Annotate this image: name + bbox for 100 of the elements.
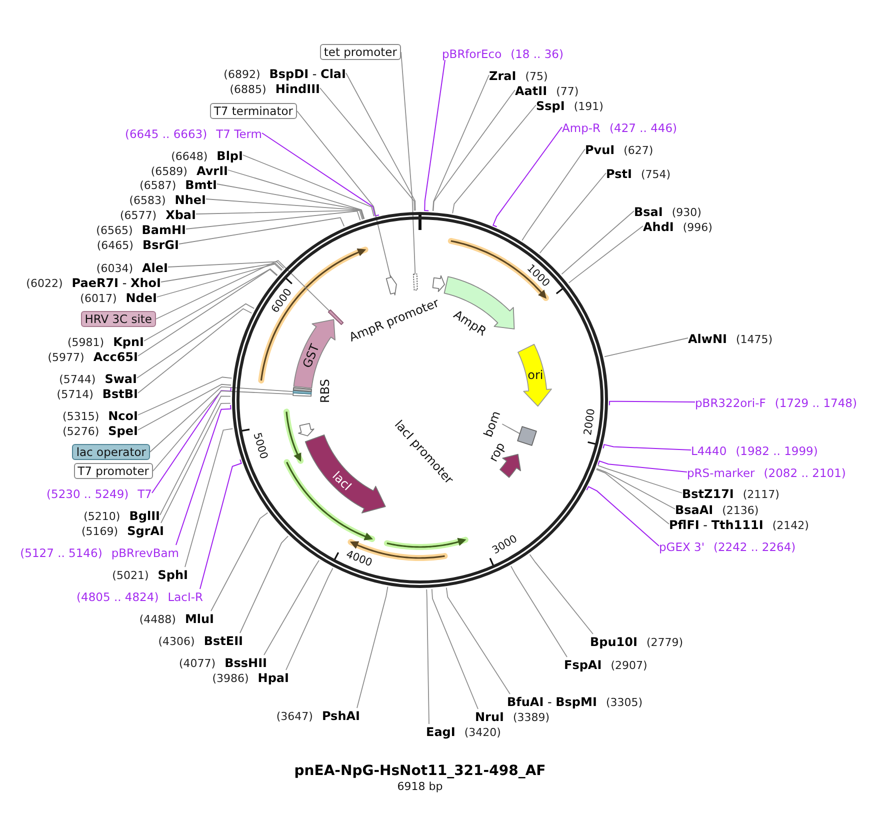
primer-range: (18 .. 36) xyxy=(510,47,564,61)
leader-line xyxy=(136,303,255,378)
enzyme-name: ZraI xyxy=(489,69,516,83)
leader-line xyxy=(242,154,374,217)
site-position: (191) xyxy=(574,100,604,114)
site-position: (930) xyxy=(672,206,702,220)
site-position: (75) xyxy=(525,70,548,84)
leader-line xyxy=(602,444,692,450)
leader-line xyxy=(320,88,415,212)
site-position: (3389) xyxy=(512,711,550,725)
leader-line xyxy=(492,126,562,228)
leader-line xyxy=(400,52,416,274)
leader-line xyxy=(596,469,670,524)
leader-line xyxy=(216,184,364,220)
site-position: (77) xyxy=(556,85,579,99)
enzyme-name: MluI xyxy=(184,612,214,626)
leader-line xyxy=(598,460,688,472)
primer-name: Amp-R xyxy=(562,121,601,135)
tick-label: 2000 xyxy=(582,408,597,436)
enzyme-name: BstZ17I xyxy=(682,487,734,501)
primer-name: LacI-R xyxy=(168,590,203,604)
enzyme-name: HpaI xyxy=(258,671,289,685)
tick-label: 4000 xyxy=(344,549,374,568)
primer-name: L4440 xyxy=(691,444,727,458)
leader-line xyxy=(138,384,232,430)
map-title: pnEA-NpG-HsNot11_321-498_AF xyxy=(294,763,546,779)
enzyme-name: AleI xyxy=(142,261,168,275)
leader-line xyxy=(432,90,516,212)
enzyme-name: BssHII xyxy=(224,656,267,670)
site-position: (627) xyxy=(624,144,654,158)
enzyme-name: PshAI xyxy=(322,709,360,723)
enzyme-name: BglII xyxy=(129,509,160,523)
leader-line xyxy=(150,386,294,452)
enzyme-name: PaeR7I - XhoI xyxy=(72,276,161,290)
site-position: (996) xyxy=(682,221,712,235)
site-position: (5276) xyxy=(62,425,100,439)
leader-line xyxy=(356,586,388,708)
leader-line xyxy=(446,587,510,694)
leader-line xyxy=(608,400,696,406)
enzyme-name: BmtI xyxy=(185,178,217,192)
leader-line xyxy=(529,554,594,634)
enzyme-name: EagI xyxy=(426,725,456,739)
site-position: (5315) xyxy=(62,410,100,424)
enzyme-name: BspDI - ClaI xyxy=(269,67,346,81)
enzyme-name: KpnI xyxy=(113,335,144,349)
feature-tag: T7 terminator xyxy=(210,103,297,119)
leader-line xyxy=(228,170,365,220)
site-position: (5210) xyxy=(84,510,120,524)
enzyme-name: BsaAI xyxy=(675,503,714,517)
primer-name: pBR322ori-F xyxy=(695,396,766,410)
enzyme-name: AhdI xyxy=(643,220,674,234)
primer-range: (5230 .. 5249) xyxy=(46,487,129,501)
enzyme-name: SspI xyxy=(536,99,565,113)
enzyme-name: BsaI xyxy=(634,205,663,219)
site-position: (2907) xyxy=(610,659,648,673)
site-position: (5981) xyxy=(68,336,104,350)
leader-line xyxy=(424,60,446,212)
enzyme-name: HindIII xyxy=(275,82,320,96)
feature-tag: lac operator xyxy=(72,444,150,460)
enzyme-name: PflFI - Tth111I xyxy=(669,518,764,532)
site-position: (5169) xyxy=(82,525,118,539)
leader-line xyxy=(138,268,278,356)
leader-line xyxy=(296,110,391,278)
enzyme-name: SphI xyxy=(158,568,188,582)
enzyme-name: SwaI xyxy=(104,372,137,386)
site-position: (6022) xyxy=(26,277,63,291)
leader-line xyxy=(168,261,284,269)
enzyme-name: BlpI xyxy=(216,149,243,163)
primer-range: (1729 .. 1748) xyxy=(774,396,857,410)
leader-line xyxy=(206,198,364,220)
leader-line xyxy=(156,264,282,298)
enzyme-name: NcoI xyxy=(108,409,138,423)
leader-line xyxy=(561,210,634,275)
leader-line xyxy=(262,132,380,216)
site-position: (754) xyxy=(640,168,671,182)
site-position: (2117) xyxy=(742,488,780,502)
leader-line xyxy=(604,338,688,358)
leader-line xyxy=(210,512,268,612)
leader-line xyxy=(597,464,682,494)
site-position: (2136) xyxy=(722,504,759,518)
site-position: (5021) xyxy=(112,569,149,583)
site-position: (6565) xyxy=(96,224,133,238)
primer-name: pBRrevBam xyxy=(111,546,179,560)
site-position: (6034) xyxy=(96,262,133,276)
leader-line xyxy=(144,268,278,342)
leader-line xyxy=(156,260,330,320)
feature-label: RBS xyxy=(319,379,331,403)
site-position: (4077) xyxy=(179,657,216,671)
leader-line xyxy=(152,386,232,494)
leader-line xyxy=(186,210,361,230)
enzyme-name: BamHI xyxy=(142,223,186,237)
enzyme-name: SgrAI xyxy=(127,524,164,538)
site-position: (2142) xyxy=(772,519,809,533)
leader-line xyxy=(432,74,490,212)
site-position: (6017) xyxy=(80,292,117,306)
enzyme-name: NheI xyxy=(174,193,206,207)
enzyme-name: PstI xyxy=(606,167,632,181)
primer-name: T7 xyxy=(138,487,152,501)
primer-range: (1982 .. 1999) xyxy=(736,444,818,458)
primer-range: (2242 .. 2264) xyxy=(714,540,796,554)
